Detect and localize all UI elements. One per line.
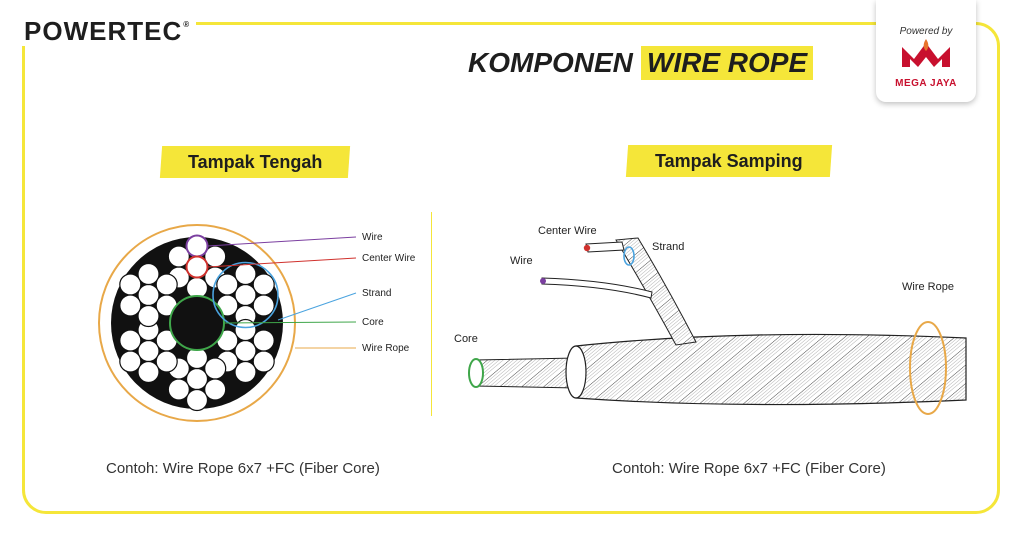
leader-strand xyxy=(277,292,357,321)
strand-center-wire xyxy=(137,339,160,363)
company-name: MEGA JAYA xyxy=(895,78,957,89)
strand-outer-wire xyxy=(234,318,257,342)
leader-core xyxy=(223,321,357,324)
rope-body xyxy=(575,333,967,406)
strand-center-wire xyxy=(185,367,209,391)
powered-by-badge: Powered by MEGA JAYA xyxy=(876,0,976,102)
powered-by-text: Powered by xyxy=(899,26,953,37)
strand-outer-wire xyxy=(234,360,257,384)
registered-mark: ® xyxy=(183,20,191,29)
center-wire-strand xyxy=(585,241,625,253)
powertec-logo: POWERTEC® xyxy=(20,16,197,46)
title-prefix: KOMPONEN xyxy=(468,47,633,78)
label-core: Core xyxy=(454,333,478,345)
heading-tampak-tengah: Tampak Tengah xyxy=(159,146,351,178)
strand-outer-wire xyxy=(137,360,160,384)
label-wire: Wire xyxy=(510,255,533,267)
fiber-core-tail xyxy=(473,357,577,389)
side-view-diagram: Center Wire Strand Wire Core Wire Rope xyxy=(454,225,967,415)
strand-center-wire xyxy=(137,283,160,307)
panel-divider xyxy=(431,212,432,416)
strand-marker xyxy=(212,261,279,329)
label-center-wire: Center Wire xyxy=(538,225,597,237)
strand-outer-wire xyxy=(155,273,178,296)
strand-center-wire xyxy=(234,283,257,307)
core-marker xyxy=(169,295,225,351)
strand-outer-wire xyxy=(167,378,190,401)
strand-outer-wire xyxy=(185,388,209,412)
wire-rope-marker xyxy=(909,321,947,415)
title-highlight: WIRE ROPE xyxy=(640,46,814,80)
strand-outer-wire xyxy=(167,245,190,268)
label-strand: Strand xyxy=(362,288,391,299)
core-marker xyxy=(468,358,484,388)
label-center-wire: Center Wire xyxy=(362,253,416,264)
brand-name: POWERTEC xyxy=(24,16,183,46)
strand-outer-wire xyxy=(204,378,227,401)
strand-outer-wire xyxy=(119,350,142,373)
cross-section-diagram: Wire Center Wire Strand Core Wire Rope xyxy=(98,224,416,422)
strand-outer-wire xyxy=(216,273,239,296)
caption-left: Contoh: Wire Rope 6x7 +FC (Fiber Core) xyxy=(106,460,380,477)
mega-jaya-logo-icon xyxy=(902,39,950,67)
strand-outer-wire xyxy=(137,304,160,328)
cross-section-rope xyxy=(98,224,296,422)
leader-wire xyxy=(207,236,357,247)
heading-tampak-samping: Tampak Samping xyxy=(625,145,833,177)
caption-right: Contoh: Wire Rope 6x7 +FC (Fiber Core) xyxy=(612,460,886,477)
center-wire-marker xyxy=(583,244,591,252)
strand-outer-wire xyxy=(252,329,275,352)
rope-cut-end xyxy=(565,345,587,399)
label-wire: Wire xyxy=(362,232,383,243)
strand-outer-wire xyxy=(155,350,178,373)
strand-outer-wire xyxy=(252,294,275,317)
strand-outer-wire xyxy=(204,357,227,380)
label-wire-rope: Wire Rope xyxy=(902,281,954,293)
leader-center-wire xyxy=(207,257,357,268)
strand-center-wire xyxy=(234,339,257,363)
label-strand: Strand xyxy=(652,241,684,253)
label-wire-rope: Wire Rope xyxy=(362,343,410,354)
strand-outer-wire xyxy=(119,294,142,317)
strand-outer-wire xyxy=(137,262,160,286)
lifted-strand xyxy=(615,237,697,346)
page-title: KOMPONEN WIRE ROPE xyxy=(468,46,814,80)
strand-outer-wire xyxy=(119,273,142,296)
single-wire xyxy=(541,277,653,299)
strand-outer-wire xyxy=(119,329,142,352)
wire-marker xyxy=(540,278,546,284)
strand-outer-wire xyxy=(252,350,275,373)
label-core: Core xyxy=(362,317,384,328)
strand-marker xyxy=(623,246,635,266)
strand-outer-wire xyxy=(234,262,257,286)
strand-outer-wire xyxy=(252,273,275,296)
cross-section-leaders xyxy=(207,236,357,349)
